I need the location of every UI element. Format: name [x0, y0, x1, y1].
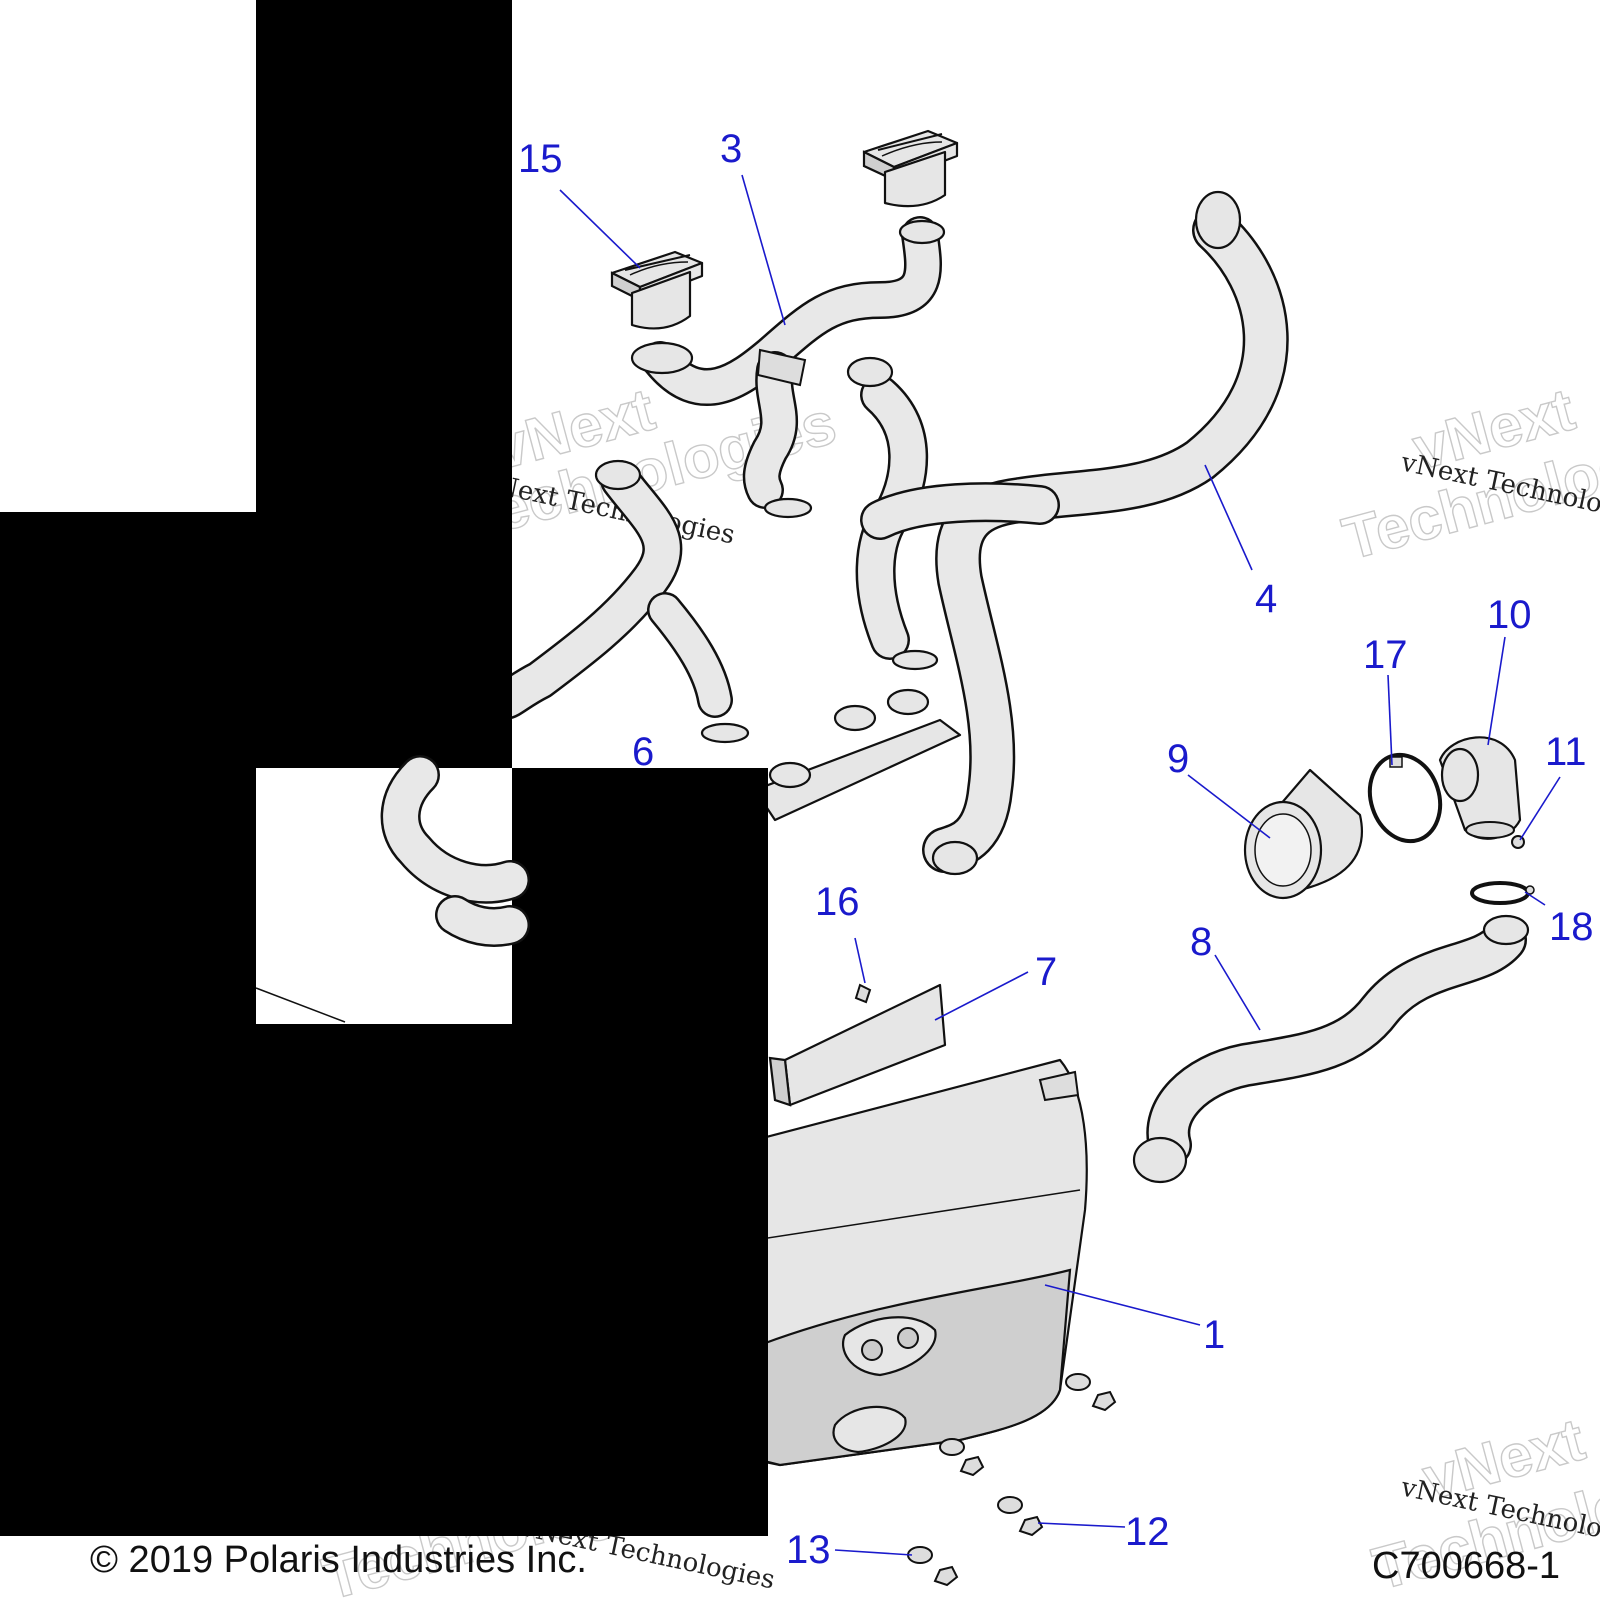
- part-16-bolt: [854, 983, 872, 1004]
- callout-12: 12: [1125, 1510, 1170, 1554]
- copyright-text: © 2019 Polaris Industries Inc.: [90, 1539, 587, 1581]
- hardware-washers-nuts: [907, 1373, 1117, 1587]
- callout-16: 16: [815, 880, 860, 924]
- part-1-muffler: [753, 1058, 1088, 1467]
- part-15-vent-grille-2: [862, 129, 959, 208]
- left-duct-fragment: [255, 755, 530, 1023]
- part-7-bracket: [768, 983, 947, 1107]
- figure-code: C700668-1: [1372, 1545, 1560, 1587]
- callout-15: 15: [518, 137, 563, 181]
- redaction-block: [0, 512, 512, 768]
- callout-1: 1: [1203, 1313, 1225, 1357]
- part-18-clamp: [1470, 881, 1535, 905]
- redaction-block: [256, 0, 512, 512]
- callout-6: 6: [632, 730, 654, 774]
- callout-9: 9: [1167, 737, 1189, 781]
- callout-11: 11: [1545, 730, 1587, 774]
- callout-7: 7: [1035, 950, 1057, 994]
- redaction-block: [0, 768, 256, 1536]
- part-8-lower-duct: [1132, 914, 1530, 1184]
- callout-4: 4: [1255, 577, 1277, 621]
- part-12-nut: [1018, 1515, 1044, 1537]
- part-17-clamp: [1367, 752, 1443, 844]
- callout-13: 13: [786, 1528, 831, 1572]
- part-10-elbow: [1438, 736, 1522, 840]
- redaction-masks: [0, 0, 768, 1536]
- part-3-y-duct: [630, 216, 946, 519]
- callouts: 15 3 4 10 17 9 11 6 16 7 18 8 1 12 13: [518, 127, 1594, 1572]
- callout-8: 8: [1190, 920, 1212, 964]
- callout-17: 17: [1363, 633, 1408, 677]
- exhaust-manifold: [753, 688, 962, 822]
- redaction-block: [512, 768, 768, 1536]
- part-15-vent-grille: [610, 250, 704, 330]
- part-9-filter-canister: [1243, 768, 1363, 900]
- callout-10: 10: [1487, 593, 1532, 637]
- part-4-long-duct: [846, 190, 1289, 876]
- callout-3: 3: [720, 127, 742, 171]
- leader-lines: [559, 174, 1561, 1556]
- redaction-block: [256, 1024, 512, 1536]
- callout-18: 18: [1549, 905, 1594, 949]
- part-6-left-duct: [485, 459, 750, 744]
